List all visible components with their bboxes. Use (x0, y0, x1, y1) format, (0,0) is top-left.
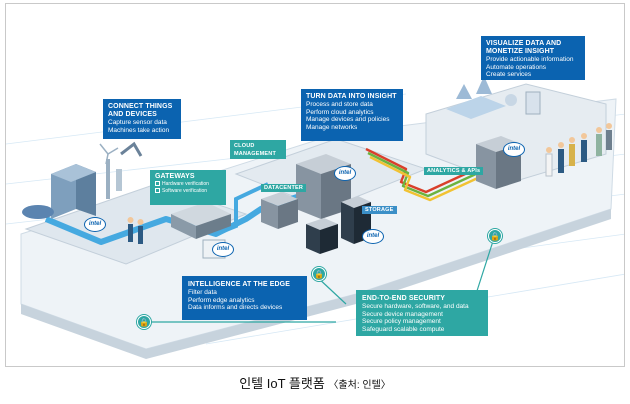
edge-title: INTELLIGENCE AT THE EDGE (188, 281, 290, 288)
analytics-visuals (446, 76, 541, 119)
turn-line: Manage devices and policies (306, 116, 390, 124)
gateways-item: Software verification (155, 188, 221, 195)
connect-line: Machines take action (108, 126, 170, 134)
connect-line: Capture sensor data (108, 119, 167, 126)
gateways-box: GATEWAYS Hardware verification Software … (150, 170, 226, 205)
gateways-title: GATEWAYS (155, 173, 195, 180)
worker-figures-left (127, 217, 144, 244)
visualize-line: Automate operations (486, 63, 546, 71)
security-line: Secure hardware, software, and data (362, 303, 469, 310)
security-line: Secure device management (362, 310, 443, 318)
factory-buildings (51, 141, 143, 219)
car-shape (22, 205, 54, 219)
lock-icon: 🔒 (137, 315, 151, 329)
turn-line: Manage networks (306, 123, 358, 131)
datacenter-tag: DATACENTER (261, 184, 307, 192)
turn-title: TURN DATA INTO INSIGHT (306, 93, 397, 100)
intelligence-edge-box: INTELLIGENCE AT THE EDGE Filter data Per… (182, 276, 307, 320)
iot-platform-illustration: CONNECT THINGS AND DEVICES Capture senso… (5, 3, 625, 367)
edge-line: Perform edge analytics (188, 296, 255, 304)
edge-line: Data informs and directs devices (188, 304, 283, 312)
isometric-scene (6, 76, 624, 359)
edge-line: Filter data (188, 289, 217, 296)
security-line: Secure policy management (362, 318, 441, 326)
visualize-line: Provide actionable information (486, 56, 574, 63)
analytics-apis-tag: ANALYTICS & APIs (424, 167, 484, 175)
figure-caption: 인텔 IoT 플랫폼 〈출처: 인텔〉 (0, 373, 630, 392)
checkbox-icon (155, 188, 160, 193)
turn-data-box: TURN DATA INTO INSIGHT Process and store… (301, 89, 403, 141)
caption-source: 〈출처: 인텔〉 (328, 380, 391, 391)
network-path (365, 147, 481, 202)
data-path-branch (215, 182, 269, 236)
intel-logo-icon: intel (362, 229, 384, 244)
security-box: END-TO-END SECURITY Secure hardware, sof… (356, 290, 488, 336)
visualize-title: VISUALIZE DATA AND MONETIZE INSIGHT (486, 40, 562, 55)
intel-logo-icon: intel (503, 142, 525, 157)
turn-line: Perform cloud analytics (306, 108, 374, 116)
gateway-device (171, 202, 231, 239)
intel-logo-icon: intel (84, 217, 106, 232)
gateways-item: Hardware verification (155, 181, 221, 188)
gateways-item-label: Hardware verification (162, 181, 209, 187)
connect-title: CONNECT THINGS AND DEVICES (108, 103, 173, 118)
gateways-item-label: Software verification (162, 188, 208, 194)
lock-icon: 🔒 (312, 267, 326, 281)
worker-figures-right (545, 123, 612, 177)
checkbox-icon (155, 181, 160, 186)
turn-line: Process and store data (306, 101, 373, 108)
lock-icon: 🔒 (488, 229, 502, 243)
caption-main: 인텔 IoT 플랫폼 (239, 376, 325, 391)
visualize-data-box: VISUALIZE DATA AND MONETIZE INSIGHT Prov… (481, 36, 585, 80)
connect-things-box: CONNECT THINGS AND DEVICES Capture senso… (103, 99, 181, 139)
intel-logo-icon: intel (334, 166, 356, 181)
cloud-management-tag: CLOUD MANAGEMENT (230, 140, 286, 159)
visualize-line: Create services (486, 71, 532, 79)
intel-logo-icon: intel (212, 242, 234, 257)
security-line: Safeguard scalable compute (362, 325, 445, 333)
security-title: END-TO-END SECURITY (362, 295, 446, 302)
storage-tag: STORAGE (362, 206, 397, 214)
